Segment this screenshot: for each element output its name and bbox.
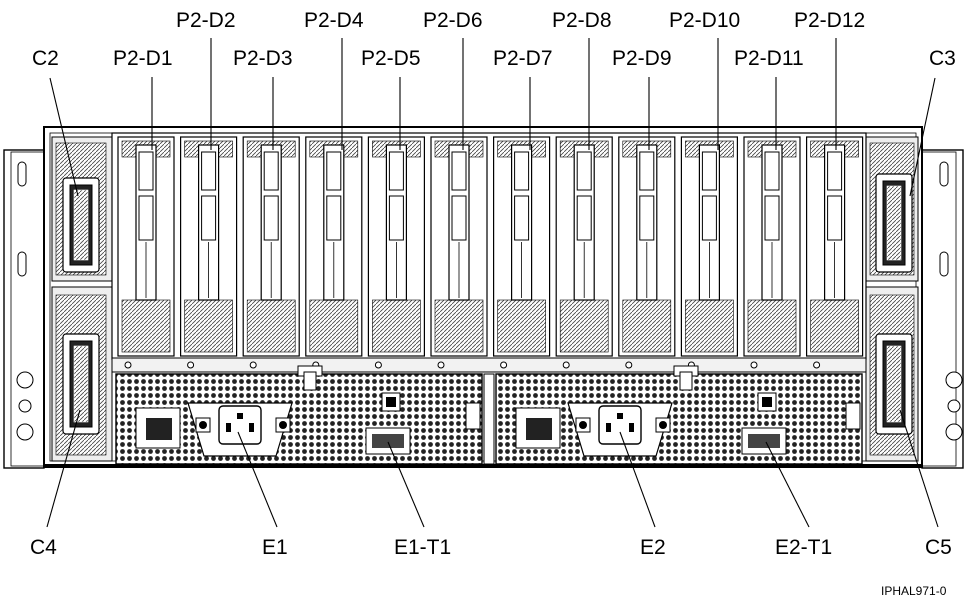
label-c2: C2 xyxy=(32,47,59,70)
label-p2-d12: P2-D12 xyxy=(794,9,866,32)
power-supply-e2 xyxy=(495,373,863,465)
label-p2-d1: P2-D1 xyxy=(113,47,173,70)
label-e2: E2 xyxy=(640,536,666,559)
label-e1-t1: E1-T1 xyxy=(394,536,452,559)
psu-divider xyxy=(483,373,495,465)
label-p2-d10: P2-D10 xyxy=(669,9,741,32)
label-c5: C5 xyxy=(925,536,952,559)
label-e1: E1 xyxy=(262,536,288,559)
connector-c4 xyxy=(62,333,100,435)
connector-c5 xyxy=(875,333,913,435)
label-p2-d3: P2-D3 xyxy=(233,47,293,70)
power-supply-e1 xyxy=(115,373,483,465)
connector-c3 xyxy=(875,173,913,273)
label-p2-d6: P2-D6 xyxy=(423,9,483,32)
label-e2-t1: E2-T1 xyxy=(775,536,833,559)
label-p2-d9: P2-D9 xyxy=(612,47,672,70)
drive-bay-8 xyxy=(555,136,613,369)
drive-bay-12 xyxy=(805,136,864,369)
figure-id: IPHAL971-0 xyxy=(881,584,947,598)
drive-bays xyxy=(117,136,864,369)
drive-bay-3 xyxy=(242,136,300,369)
callout-lines xyxy=(46,38,939,528)
drive-bay-9 xyxy=(618,136,676,369)
left-module-column xyxy=(51,136,113,462)
label-p2-d7: P2-D7 xyxy=(493,47,553,70)
drive-bay-frame xyxy=(111,132,867,373)
label-p2-d5: P2-D5 xyxy=(361,47,421,70)
drive-bay-7 xyxy=(493,136,551,369)
left-rack-flange xyxy=(3,149,45,469)
thumbscrews xyxy=(297,365,699,391)
drive-bay-11 xyxy=(743,136,801,369)
drive-bay-2 xyxy=(180,136,238,369)
drive-bay-1 xyxy=(117,136,175,369)
right-rack-flange xyxy=(921,149,964,469)
label-p2-d11: P2-D11 xyxy=(734,47,804,70)
drive-bay-4 xyxy=(305,136,363,369)
drive-bay-6 xyxy=(430,136,488,369)
label-c3: C3 xyxy=(929,47,956,70)
drive-bay-5 xyxy=(367,136,425,369)
label-c4: C4 xyxy=(30,536,57,559)
right-module-column xyxy=(865,136,919,462)
label-p2-d4: P2-D4 xyxy=(304,9,364,32)
connector-c2 xyxy=(62,177,100,273)
label-p2-d2: P2-D2 xyxy=(176,9,236,32)
drive-bay-10 xyxy=(680,136,739,369)
label-p2-d8: P2-D8 xyxy=(552,9,612,32)
